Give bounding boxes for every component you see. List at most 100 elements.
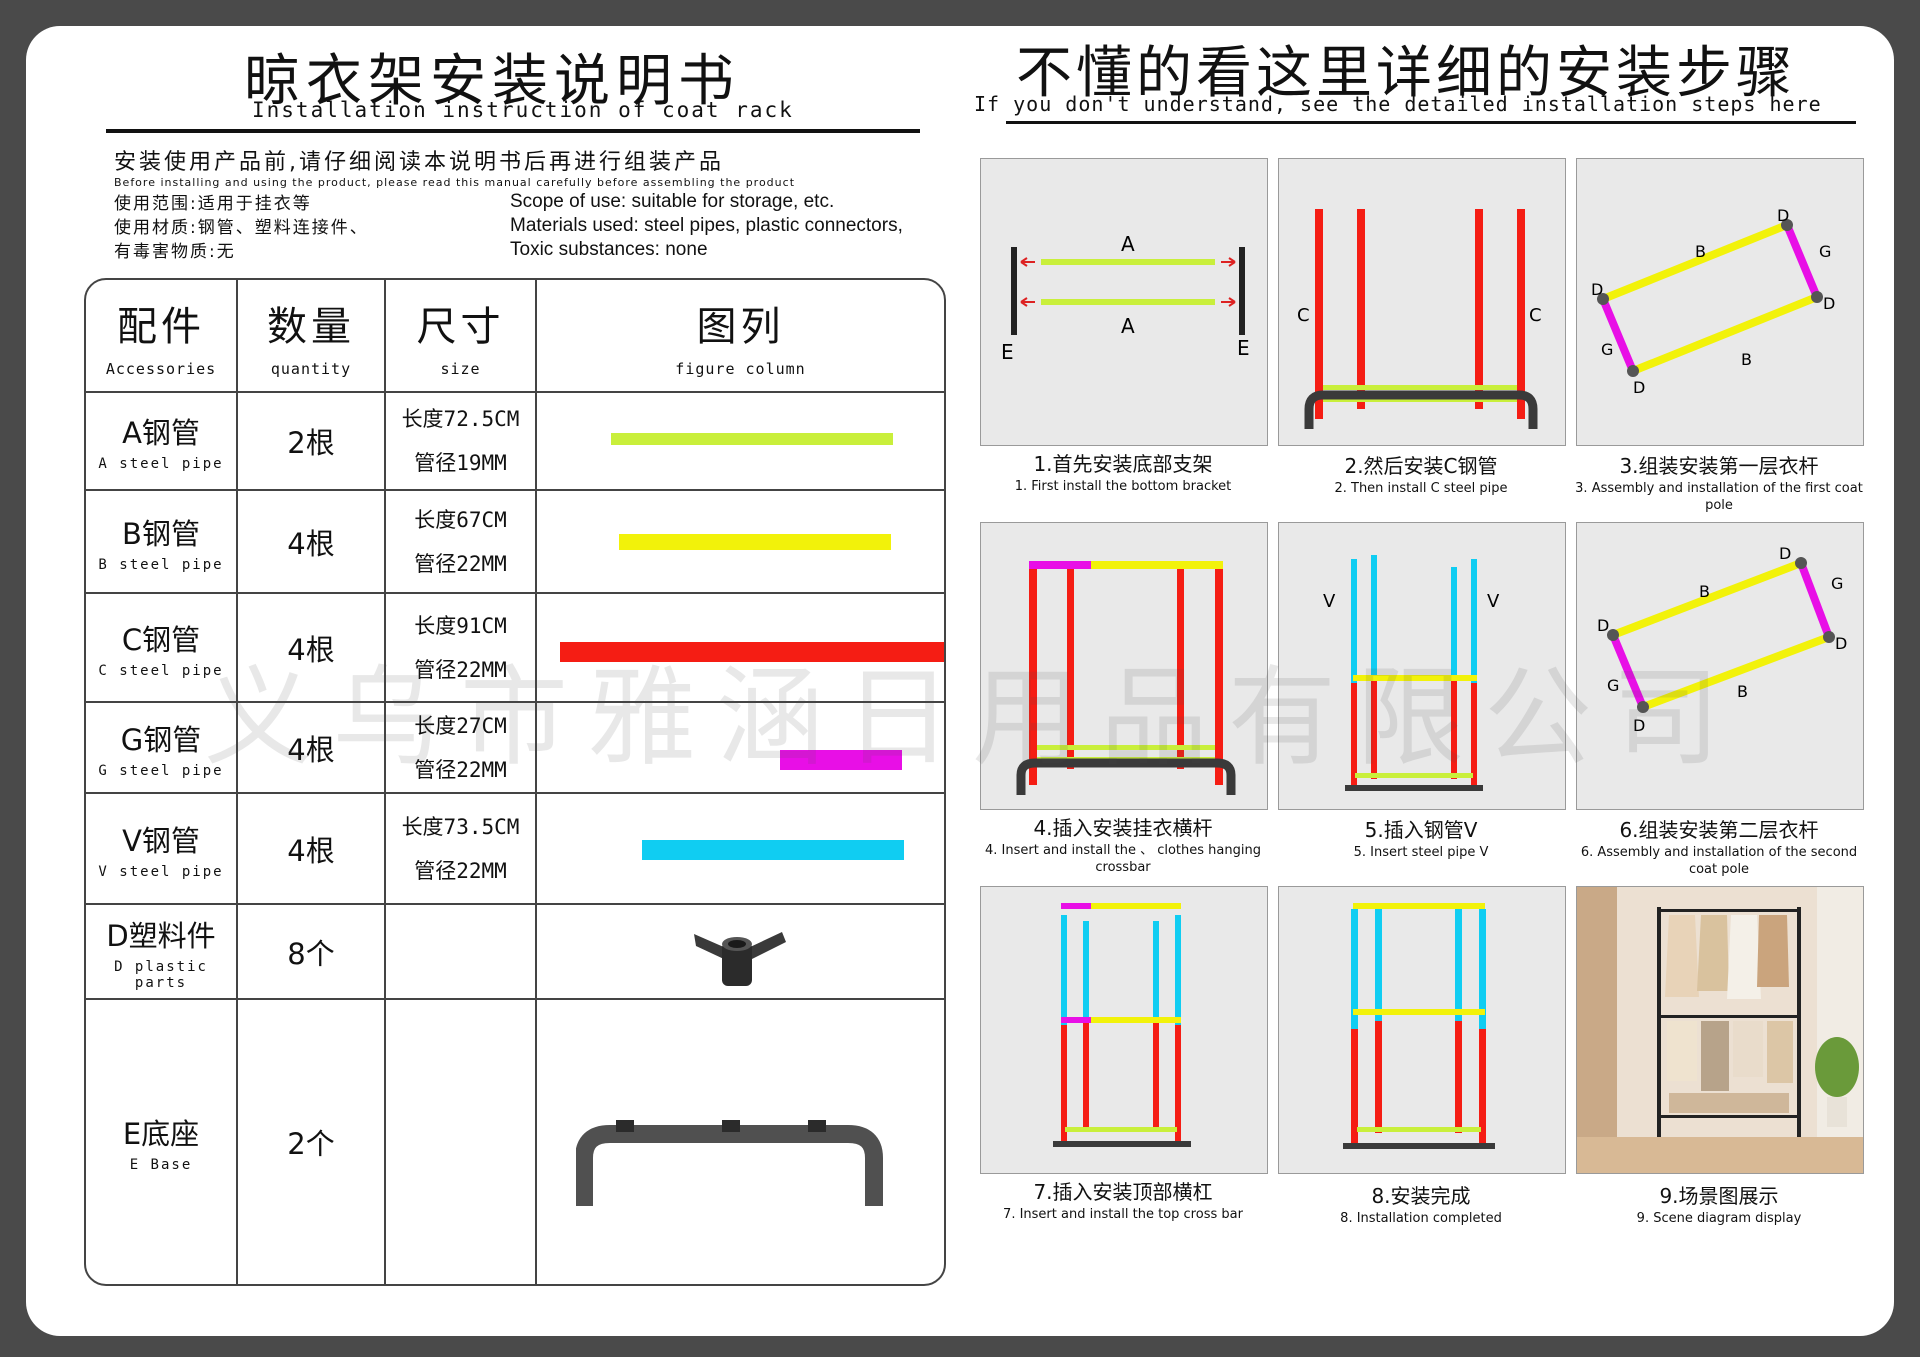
parts-table: 配件 Accessories 数量 quantity 尺寸 size 图列 fi… bbox=[84, 278, 946, 1286]
svg-text:V: V bbox=[1487, 591, 1500, 612]
left-subtitle: Installation instruction of coat rack bbox=[252, 98, 794, 122]
svg-text:B: B bbox=[1741, 350, 1752, 369]
svg-text:D: D bbox=[1823, 294, 1835, 313]
svg-text:B: B bbox=[1695, 242, 1706, 261]
row-divider bbox=[86, 701, 944, 703]
table-row-v-size: 长度73.5CM 管径22MM bbox=[401, 814, 520, 883]
row-divider bbox=[86, 489, 944, 491]
table-row-v-name: V钢管 V steel pipe bbox=[98, 823, 224, 880]
step-8-caption: 8.安装完成 8. Installation completed bbox=[1340, 1184, 1502, 1226]
col-divider bbox=[236, 280, 238, 1284]
col-divider bbox=[384, 280, 386, 1284]
row-divider bbox=[86, 998, 944, 1000]
svg-text:C: C bbox=[1297, 305, 1310, 326]
step-5-image: V V bbox=[1278, 522, 1566, 810]
row-divider bbox=[86, 391, 944, 393]
company-watermark: 义乌市雅涵日用品有限公司 bbox=[204, 656, 1741, 781]
table-row-a-size: 长度72.5CM 管径19MM bbox=[401, 407, 520, 475]
pipe-b-swatch bbox=[619, 534, 891, 550]
svg-text:B: B bbox=[1699, 582, 1710, 601]
step-4-caption: 4.插入安装挂衣横杆 4. Insert and install the 、 c… bbox=[985, 816, 1261, 875]
svg-text:D: D bbox=[1633, 716, 1645, 735]
note-material-cn: 使用材质:钢管、塑料连接件、 bbox=[114, 218, 369, 238]
table-row-a-qty: 2根 bbox=[287, 426, 335, 460]
header-figure: 图列 figure column bbox=[675, 303, 806, 378]
note-toxic-en: Toxic substances: none bbox=[510, 239, 708, 260]
svg-text:E: E bbox=[1237, 336, 1250, 360]
intro-english: Before installing and using the product,… bbox=[114, 176, 796, 189]
step-4-image bbox=[980, 522, 1268, 810]
svg-text:A: A bbox=[1121, 232, 1135, 256]
svg-text:G: G bbox=[1601, 340, 1613, 359]
svg-text:G: G bbox=[1819, 242, 1831, 261]
base-image bbox=[576, 1120, 883, 1206]
step-2-caption: 2.然后安装C钢管 2. Then install C steel pipe bbox=[1334, 454, 1508, 496]
table-row-c-size: 长度91CM 管径22MM bbox=[414, 613, 507, 682]
row-divider bbox=[86, 792, 944, 794]
table-row-b-size: 长度67CM 管径22MM bbox=[414, 507, 507, 576]
note-material-en: Materials used: steel pipes, plastic con… bbox=[510, 215, 903, 236]
right-title-rule bbox=[1006, 121, 1856, 124]
svg-text:C: C bbox=[1529, 305, 1542, 326]
row-divider bbox=[86, 903, 944, 905]
plastic-connector-image bbox=[694, 932, 786, 986]
table-row-c-name: C钢管 C steel pipe bbox=[98, 622, 224, 679]
step-3-caption: 3.组装安装第一层衣杆 3. Assembly and installation… bbox=[1575, 454, 1863, 513]
notes-chinese: 使用范围:适用于挂衣等 使用材质:钢管、塑料连接件、 有毒害物质:无 bbox=[114, 192, 369, 264]
step-9-scene-photo bbox=[1576, 886, 1864, 1174]
svg-text:V: V bbox=[1323, 591, 1336, 612]
svg-text:G: G bbox=[1831, 574, 1843, 593]
instruction-sheet: 晾衣架安装说明书 Installation instruction of coa… bbox=[26, 26, 1894, 1336]
table-row-d-qty: 8个 bbox=[287, 936, 335, 971]
header-size: 尺寸 size bbox=[416, 303, 505, 378]
step-7-image bbox=[980, 886, 1268, 1174]
pipe-g-swatch bbox=[780, 750, 902, 770]
table-row-g-name: G钢管 G steel pipe bbox=[98, 722, 224, 779]
table-row-e-qty: 2个 bbox=[287, 1127, 335, 1161]
svg-text:B: B bbox=[1737, 682, 1748, 701]
col-divider bbox=[535, 280, 537, 1284]
header-accessories: 配件 Accessories bbox=[105, 303, 217, 378]
table-row-g-qty: 4根 bbox=[287, 732, 335, 767]
svg-text:G: G bbox=[1607, 676, 1619, 695]
step-8-image bbox=[1278, 886, 1566, 1174]
notes-english: Scope of use: suitable for storage, etc.… bbox=[510, 190, 903, 262]
table-row-b-name: B钢管 B steel pipe bbox=[98, 516, 224, 573]
svg-text:E: E bbox=[1001, 340, 1014, 364]
left-title-rule bbox=[106, 129, 920, 133]
step-1-image: A A E E bbox=[980, 158, 1268, 446]
step-9-caption: 9.场景图展示 9. Scene diagram display bbox=[1636, 1184, 1802, 1226]
step-6-caption: 6.组装安装第二层衣杆 6. Assembly and installation… bbox=[1580, 818, 1858, 877]
table-row-d-name: D塑料件 D plastic parts bbox=[106, 918, 216, 991]
table-row-c-qty: 4根 bbox=[287, 632, 335, 667]
svg-text:D: D bbox=[1597, 616, 1609, 635]
intro-text: 安装使用产品前,请仔细阅读本说明书后再进行组装产品 bbox=[114, 150, 724, 175]
header-quantity: 数量 quantity bbox=[267, 303, 355, 378]
table-row-g-size: 长度27CM 管径22MM bbox=[414, 713, 507, 782]
right-subtitle: If you don't understand, see the detaile… bbox=[974, 92, 1822, 116]
pipe-c-swatch bbox=[560, 642, 944, 662]
step-6-image: D D D D B B G G bbox=[1576, 522, 1864, 810]
step-1-caption: 1.首先安装底部支架 1. First install the bottom b… bbox=[1014, 452, 1232, 494]
table-row-b-qty: 4根 bbox=[287, 526, 335, 561]
pipe-a-swatch bbox=[611, 433, 893, 445]
note-scope-en: Scope of use: suitable for storage, etc. bbox=[510, 191, 835, 212]
right-title: 不懂的看这里详细的安装步骤 bbox=[1016, 41, 1796, 106]
row-divider bbox=[86, 592, 944, 594]
step-5-caption: 5.插入钢管V 5. Insert steel pipe V bbox=[1353, 818, 1489, 860]
svg-text:D: D bbox=[1633, 378, 1645, 397]
svg-text:D: D bbox=[1835, 634, 1847, 653]
svg-text:D: D bbox=[1779, 544, 1791, 563]
note-toxic-cn: 有毒害物质:无 bbox=[114, 242, 236, 262]
step-3-image: D D D D B B G G bbox=[1576, 158, 1864, 446]
table-row-a-name: A钢管 A steel pipe bbox=[98, 416, 224, 472]
step-2-image: C C bbox=[1278, 158, 1566, 446]
svg-text:D: D bbox=[1777, 206, 1789, 225]
step-7-caption: 7.插入安装顶部横杠 7. Insert and install the top… bbox=[1003, 1180, 1243, 1222]
svg-text:D: D bbox=[1591, 280, 1603, 299]
svg-text:A: A bbox=[1121, 314, 1135, 338]
pipe-v-swatch bbox=[642, 840, 904, 860]
left-title: 晾衣架安装说明书 bbox=[244, 49, 740, 114]
note-scope-cn: 使用范围:适用于挂衣等 bbox=[114, 194, 312, 214]
table-row-e-name: E底座 E Base bbox=[122, 1117, 200, 1173]
